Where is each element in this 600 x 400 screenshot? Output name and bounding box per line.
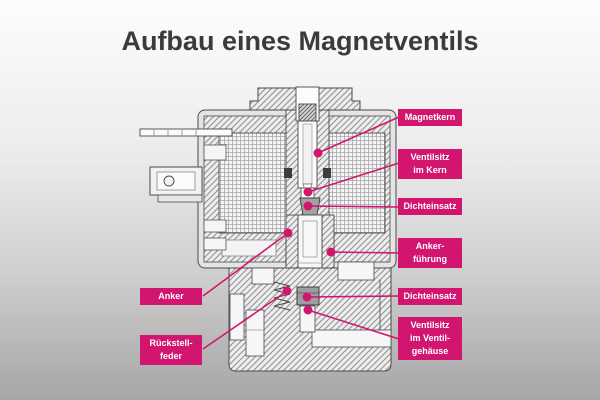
label-line: Anker — [158, 291, 184, 301]
label-line: Ventilsitz — [410, 320, 450, 330]
label-line: im Ventil- — [409, 333, 450, 343]
label-line: Anker- — [415, 241, 445, 251]
label-line: Ventilsitz — [410, 152, 450, 162]
callout-line — [307, 309, 400, 340]
callout-line — [317, 116, 400, 154]
label-rueckstellfeder: Rückstell- feder — [140, 335, 202, 365]
callout-line — [202, 290, 288, 350]
callout-dot — [303, 187, 313, 197]
valve-body — [228, 261, 392, 372]
label-ventilsitz-im-kern: Ventilsitz im Kern — [398, 149, 462, 179]
callout-magnetkern — [313, 116, 400, 158]
callout-dichteinsatz-oben — [303, 201, 400, 211]
connector-screw — [163, 175, 175, 187]
seal-left — [284, 168, 292, 178]
callout-dot — [326, 247, 336, 257]
callout-rueckstellfeder — [202, 286, 292, 350]
label-line: Dichteinsatz — [403, 201, 457, 211]
label-ventilsitz-im-ventilgehaeuse: Ventilsitz im Ventil- gehäuse — [398, 317, 462, 360]
page-title: Aufbau eines Magnetventils — [121, 26, 479, 56]
label-line: gehäuse — [411, 346, 449, 356]
valve-drawing — [139, 86, 397, 372]
outlet-channel — [311, 329, 392, 348]
callout-line — [307, 162, 400, 193]
coil-tabs — [203, 144, 227, 251]
callout-dot — [303, 201, 313, 211]
label-dichteinsatz-oben: Dichteinsatz — [398, 198, 462, 215]
label-line: im Kern — [413, 165, 447, 175]
callout-line — [202, 232, 289, 297]
adjust-screw — [298, 103, 317, 122]
callout-anker — [202, 228, 293, 297]
callout-lines — [202, 116, 400, 350]
inlet-cavity — [245, 309, 265, 357]
pin-ticks — [153, 128, 197, 137]
coil-tab — [203, 144, 227, 161]
callout-dichteinsatz-unten — [302, 292, 400, 302]
armature-inner — [302, 220, 318, 258]
label-dichteinsatz-unten: Dichteinsatz — [398, 288, 462, 305]
label-line: Rückstell- — [149, 338, 193, 348]
core-stem — [302, 123, 313, 185]
label-magnetkern: Magnetkern — [398, 109, 462, 126]
callout-dot — [313, 148, 323, 158]
label-anker: Anker — [140, 288, 202, 305]
connector — [139, 128, 233, 203]
callout-ankerfuehrung — [326, 247, 400, 257]
callout-dot — [282, 286, 292, 296]
top-cap — [249, 86, 361, 122]
callout-line — [307, 205, 400, 208]
callout-line — [306, 295, 400, 298]
upper-cavity-right — [337, 261, 375, 281]
label-ankerfuehrung: Anker- führung — [398, 238, 462, 268]
coil-tab — [203, 237, 227, 251]
connector-inner — [156, 171, 196, 191]
upper-cavity-left — [251, 267, 275, 285]
seal-right — [323, 168, 331, 178]
core-seals — [284, 168, 331, 178]
callout-dot — [303, 305, 313, 315]
callout-dot — [283, 228, 293, 238]
coil-tab — [203, 219, 227, 233]
label-line: Magnetkern — [404, 112, 456, 122]
connector-base — [157, 194, 203, 203]
coil-winding-left — [218, 132, 287, 234]
callout-line — [330, 251, 400, 254]
winding-block — [218, 132, 287, 234]
callout-ventilsitz-im-kern — [303, 162, 400, 197]
label-line: Dichteinsatz — [403, 291, 457, 301]
label-line: führung — [413, 254, 447, 264]
connector-pin — [139, 128, 233, 137]
callout-dot — [302, 292, 312, 302]
label-line: feder — [159, 351, 182, 361]
inlet-channel — [229, 293, 245, 341]
callout-ventilsitz-im-ventilgehaeuse — [303, 305, 400, 340]
